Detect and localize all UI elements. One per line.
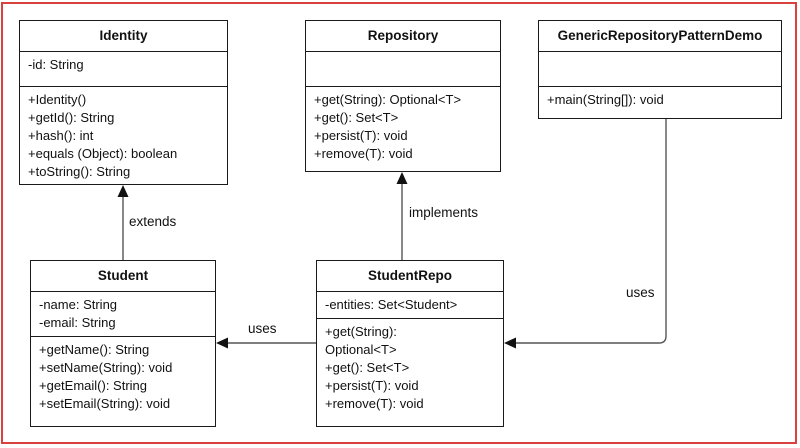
member-row: +get(): Set<T> bbox=[314, 110, 399, 125]
member-row: +getId(): String bbox=[28, 110, 115, 125]
attributes-section: -entities: Set<Student> bbox=[317, 292, 503, 318]
class-name: Repository bbox=[306, 21, 500, 52]
member-row: +get(): Set<T> bbox=[325, 360, 410, 375]
attributes-section bbox=[306, 52, 500, 86]
arrowhead-uses-repo bbox=[504, 337, 516, 349]
methods-section: +get(String): Optional<T> +get(): Set<T> +… bbox=[306, 86, 500, 167]
attributes-section: -id: String bbox=[20, 52, 227, 86]
member-row: +remove(T): void bbox=[325, 396, 424, 411]
member-row: Optional<T> bbox=[325, 342, 397, 357]
member-row: +main(String[]): void bbox=[547, 92, 664, 107]
edge-uses-repo bbox=[515, 119, 667, 344]
label-uses-student: uses bbox=[248, 321, 277, 336]
arrowhead-extends bbox=[117, 185, 129, 197]
attributes-section: -name: String -email: String bbox=[31, 292, 215, 336]
label-implements: implements bbox=[409, 205, 479, 220]
member-row: +equals (Object): boolean bbox=[28, 146, 178, 161]
member-row: +persist(T): void bbox=[314, 128, 408, 143]
class-name: Identity bbox=[20, 21, 227, 52]
arrowhead-implements bbox=[396, 172, 408, 184]
member-row: +get(String): bbox=[325, 324, 397, 339]
class-name: StudentRepo bbox=[317, 261, 503, 292]
member-row: +toString(): String bbox=[28, 164, 131, 179]
arrowhead-uses-student bbox=[216, 337, 228, 349]
class-student[interactable]: Student -name: String -email: String +get… bbox=[30, 260, 216, 427]
member-row: -entities: Set<Student> bbox=[325, 297, 458, 312]
member-row: +persist(T): void bbox=[325, 378, 419, 393]
class-name: Student bbox=[31, 261, 215, 292]
class-name: GenericRepositoryPatternDemo bbox=[539, 21, 781, 52]
methods-section: +get(String): Optional<T> +get(): Set<T> +p… bbox=[317, 318, 503, 417]
member-row: -name: String bbox=[39, 297, 118, 312]
class-generic-repository-pattern-demo[interactable]: GenericRepositoryPatternDemo +main(Strin… bbox=[538, 20, 782, 119]
member-row: +setName(String): void bbox=[39, 360, 173, 375]
methods-section: +Identity() +getId(): String +hash(): int +… bbox=[20, 86, 227, 185]
member-row: +setEmail(String): void bbox=[39, 396, 171, 411]
class-studentrepo[interactable]: StudentRepo -entities: Set<Student> +get… bbox=[316, 260, 504, 427]
label-extends: extends bbox=[129, 214, 177, 229]
member-row: +remove(T): void bbox=[314, 146, 413, 161]
member-row: +hash(): int bbox=[28, 128, 94, 143]
member-row: +getEmail(): String bbox=[39, 378, 148, 393]
class-repository[interactable]: Repository +get(String): Optional<T>+get… bbox=[305, 20, 501, 172]
methods-section: +main(String[]): void bbox=[539, 86, 781, 113]
methods-section: +getName(): String +setName(String): void… bbox=[31, 336, 215, 417]
class-identity[interactable]: Identity -id: String +Identity() +getId()… bbox=[19, 20, 228, 185]
member-row: -email: String bbox=[39, 315, 116, 330]
member-row: +get(String): Optional<T> bbox=[314, 92, 462, 107]
attributes-section bbox=[539, 52, 781, 86]
member-row: +getName(): String bbox=[39, 342, 150, 357]
member-row: -id: String bbox=[28, 57, 84, 72]
label-uses-repo: uses bbox=[626, 285, 655, 300]
member-row: +Identity() bbox=[28, 92, 87, 107]
